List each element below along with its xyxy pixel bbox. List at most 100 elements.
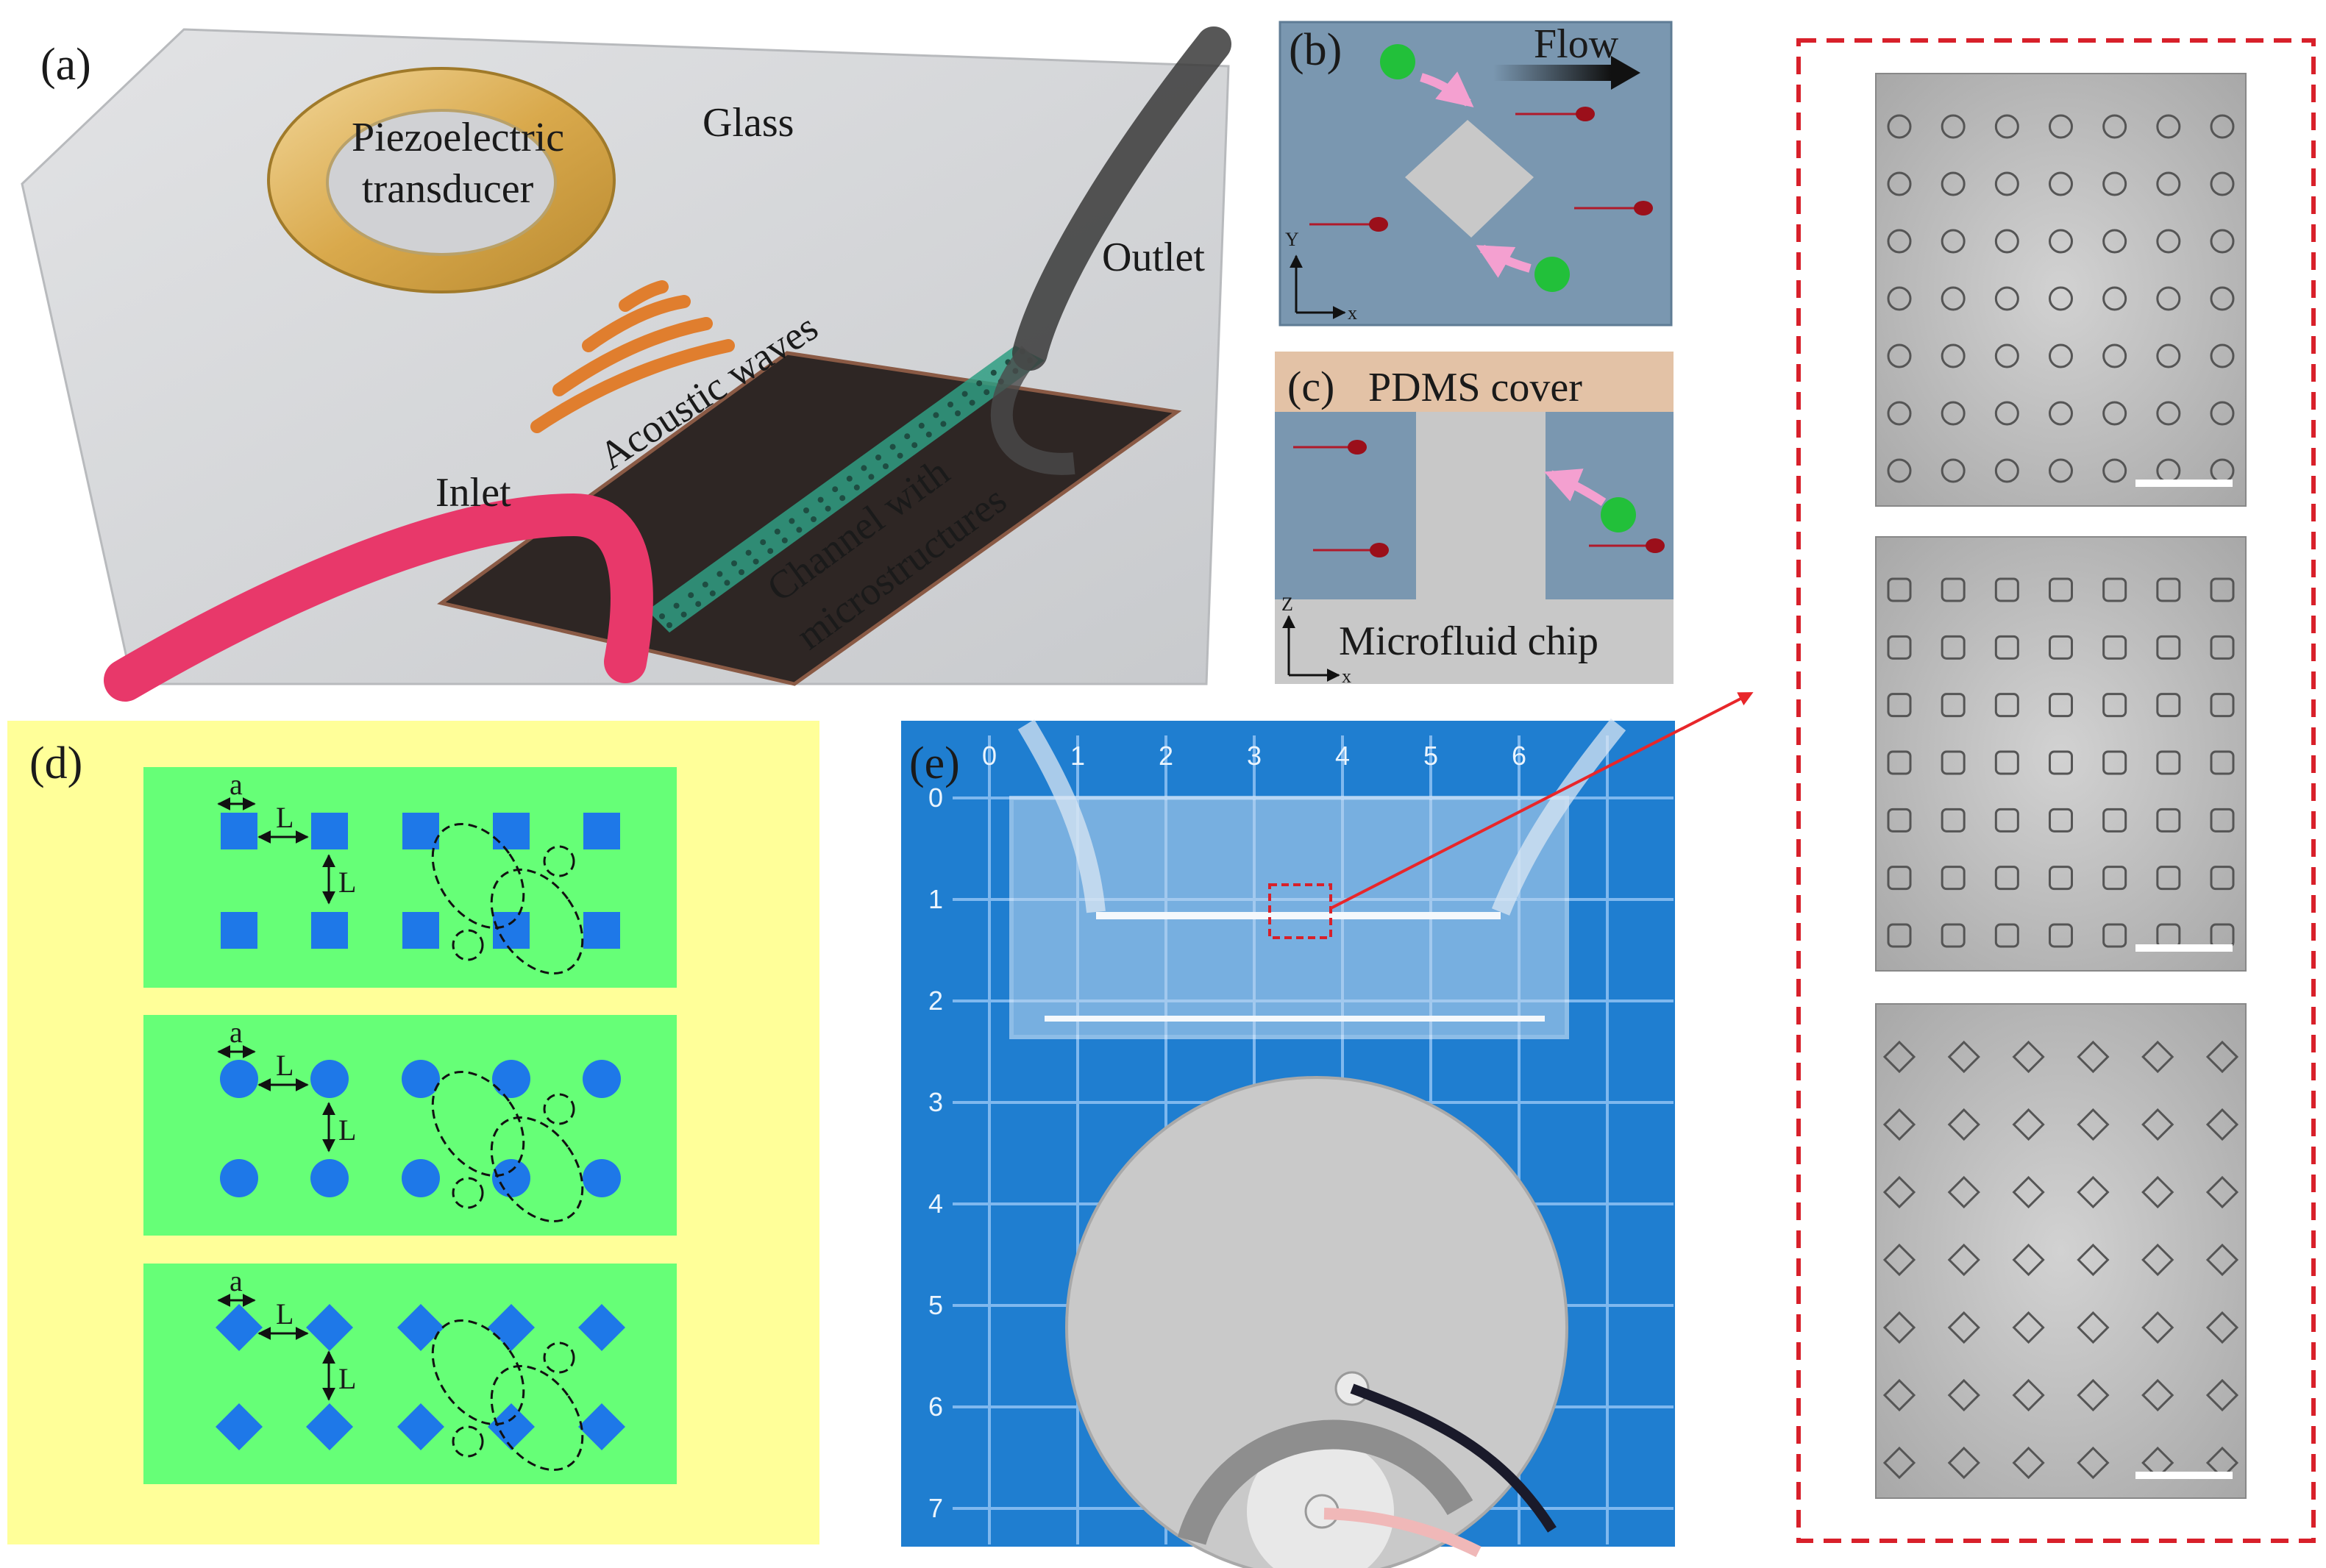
channel-dot [832,486,839,493]
photo-transducer-crescent [1177,1419,1473,1545]
red-wire [1323,1508,1482,1558]
inlet-tube [104,493,653,702]
channel-dot [861,465,867,471]
micro-square [2156,808,2181,833]
micro-diamond [2012,1175,2045,1209]
channel-dot [724,580,730,586]
ruler-left-tick-label: 1 [928,884,943,914]
channel-dot [666,622,672,628]
channel-dot [745,549,752,556]
circle-marker [220,1159,258,1197]
panel-d-label: (d) [29,738,82,788]
circle-marker [310,1159,349,1197]
micro-square [1887,866,1912,891]
micro-diamond [2012,1108,2045,1141]
panel-a: (a) Glass Piezoelectric transducer Acous… [21,26,1231,702]
micro-circle [1941,114,1966,139]
micro-circle [2156,114,2181,139]
vortex-swirl [543,1341,575,1374]
micro-circle [1887,458,1912,483]
pink-arrow-b2 [1476,244,1532,278]
diamond-marker [306,1403,353,1450]
channel-dot [961,391,968,397]
micro-circle [1887,114,1912,139]
vortex-loop [490,1364,584,1472]
obstacle-diamond [1405,120,1534,238]
channel-dot [753,558,759,565]
size-a-label: a [230,1016,243,1049]
micro-square [1887,693,1912,718]
micro-diamond [1882,1243,1916,1277]
square-marker [402,912,439,949]
micro-circle [2156,401,2181,426]
ruler-left-tick-label: 4 [928,1189,943,1219]
outlet-label: Outlet [1102,235,1205,280]
ruler-left-tick-label: 3 [928,1087,943,1117]
channel-dot [940,421,947,427]
channel-dot [731,560,737,566]
panel-b-label: (b) [1289,25,1342,75]
vortex-loop [490,868,584,975]
micro-square [2102,750,2127,775]
micro-circle [2102,114,2127,139]
channel-dot [990,369,997,376]
micro-square [1994,693,2019,718]
inlet-label: Inlet [435,470,511,516]
ruler-top-tick-label: 1 [1070,741,1085,771]
micro-square [1941,577,1966,602]
ruler-left-tick-label: 2 [928,986,943,1016]
micro-circle [2102,401,2127,426]
micrograph-panel [1875,1003,2247,1499]
micrographs [1875,73,2247,1499]
micro-square [2210,635,2235,660]
micro-diamond [2077,1378,2110,1412]
micro-square [1994,923,2019,948]
channel-dot [811,516,817,522]
channel-dot [774,528,780,535]
micro-diamond [2077,1446,2110,1480]
micro-diamond [1947,1446,1980,1480]
vortex-swirl [452,929,484,961]
square-marker [493,912,530,949]
ruler-top-tick-label: 4 [1335,741,1350,771]
axis-x-label-c: x [1342,666,1351,687]
micro-circle [1994,229,2019,254]
vortex-loop [431,1319,525,1426]
channel-dot [716,571,723,577]
micrograph-dashed-frame [1796,38,2316,1543]
micro-circle [1994,401,2019,426]
diamond-marker [306,1304,353,1351]
micro-diamond [1947,1108,1980,1141]
diamond-marker [397,1403,444,1450]
micro-square [2210,577,2235,602]
square-marker [311,813,348,849]
panel-c: (c) PDMS cover Microfluid chip Z x [1275,352,1674,687]
scale-bar [2135,944,2233,952]
micro-square [1941,923,1966,948]
axis-z-label-c: Z [1281,594,1293,615]
channel-dot [781,537,788,544]
micro-square [2102,866,2127,891]
flow-label: Flow [1534,21,1619,67]
channel-dot [984,389,990,396]
micro-square [1941,808,1966,833]
micro-square [2210,808,2235,833]
micro-circle [1941,458,1966,483]
channel-dot [659,613,665,619]
ruler-top-tick-label: 6 [1512,741,1526,771]
micro-square [2210,750,2235,775]
square-marker [583,813,620,849]
glass-label: Glass [703,100,794,146]
micro-square [2210,693,2235,718]
pdms-cover-label: PDMS cover [1368,365,1582,410]
micro-diamond [2012,1311,2045,1344]
micro-square [2102,693,2127,718]
micro-diamond [2205,1108,2239,1141]
particle-trails-b [1309,113,1640,226]
micro-square [1887,750,1912,775]
micro-diamond [1947,1175,1980,1209]
micro-circle [1941,171,1966,196]
micro-circle [2210,343,2235,368]
ruler-top-tick-label: 3 [1247,741,1262,771]
diamond-marker [216,1403,263,1450]
